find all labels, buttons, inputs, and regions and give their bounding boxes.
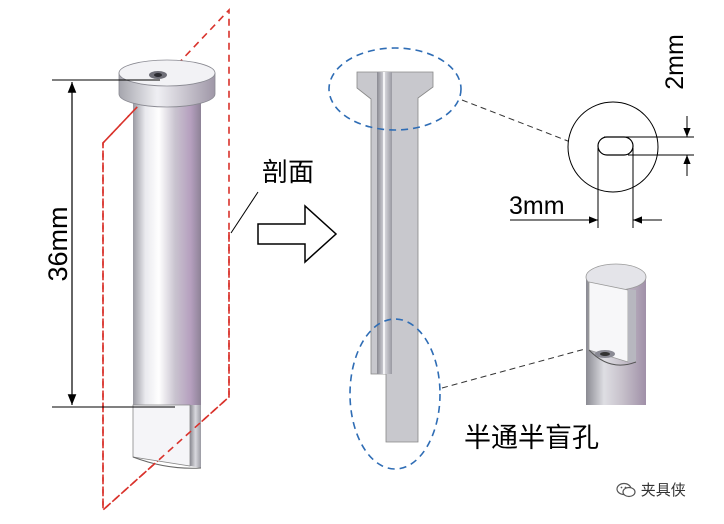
- bottom-detail-leader: [441, 348, 586, 389]
- watermark-text: 夹具侠: [640, 481, 686, 499]
- section-leader: [230, 191, 259, 234]
- watermark: 夹具侠: [616, 479, 686, 500]
- top-callout-circle: [328, 47, 462, 131]
- transition-arrow: [257, 204, 338, 264]
- section-label: 剖面: [262, 158, 314, 188]
- hole-detail: [510, 101, 694, 228]
- section-plane-front: [102, 103, 230, 512]
- detail-cut-face: [588, 281, 629, 363]
- oval-hole: [597, 136, 634, 156]
- pin-head: [118, 59, 216, 108]
- pin-cut-section: [132, 404, 202, 469]
- length-dimension: [52, 79, 175, 408]
- length-label: 36mm: [43, 206, 73, 281]
- section-profile: [356, 71, 434, 443]
- diameter-label: 3mm: [509, 192, 565, 220]
- top-detail-leader: [461, 99, 574, 144]
- half-blind-detail: [585, 263, 647, 405]
- pin-3d-view: [102, 7, 230, 512]
- hole-type-label: 半通半盲孔: [464, 423, 599, 454]
- detail-hole-bottom: [588, 349, 637, 366]
- depth-label: 2mm: [661, 34, 689, 90]
- wechat-icon: [616, 482, 636, 497]
- section-plane-back: [102, 7, 230, 512]
- cross-section-view: [328, 47, 462, 470]
- pin-shaft: [133, 97, 201, 405]
- bottom-callout-circle: [349, 318, 441, 470]
